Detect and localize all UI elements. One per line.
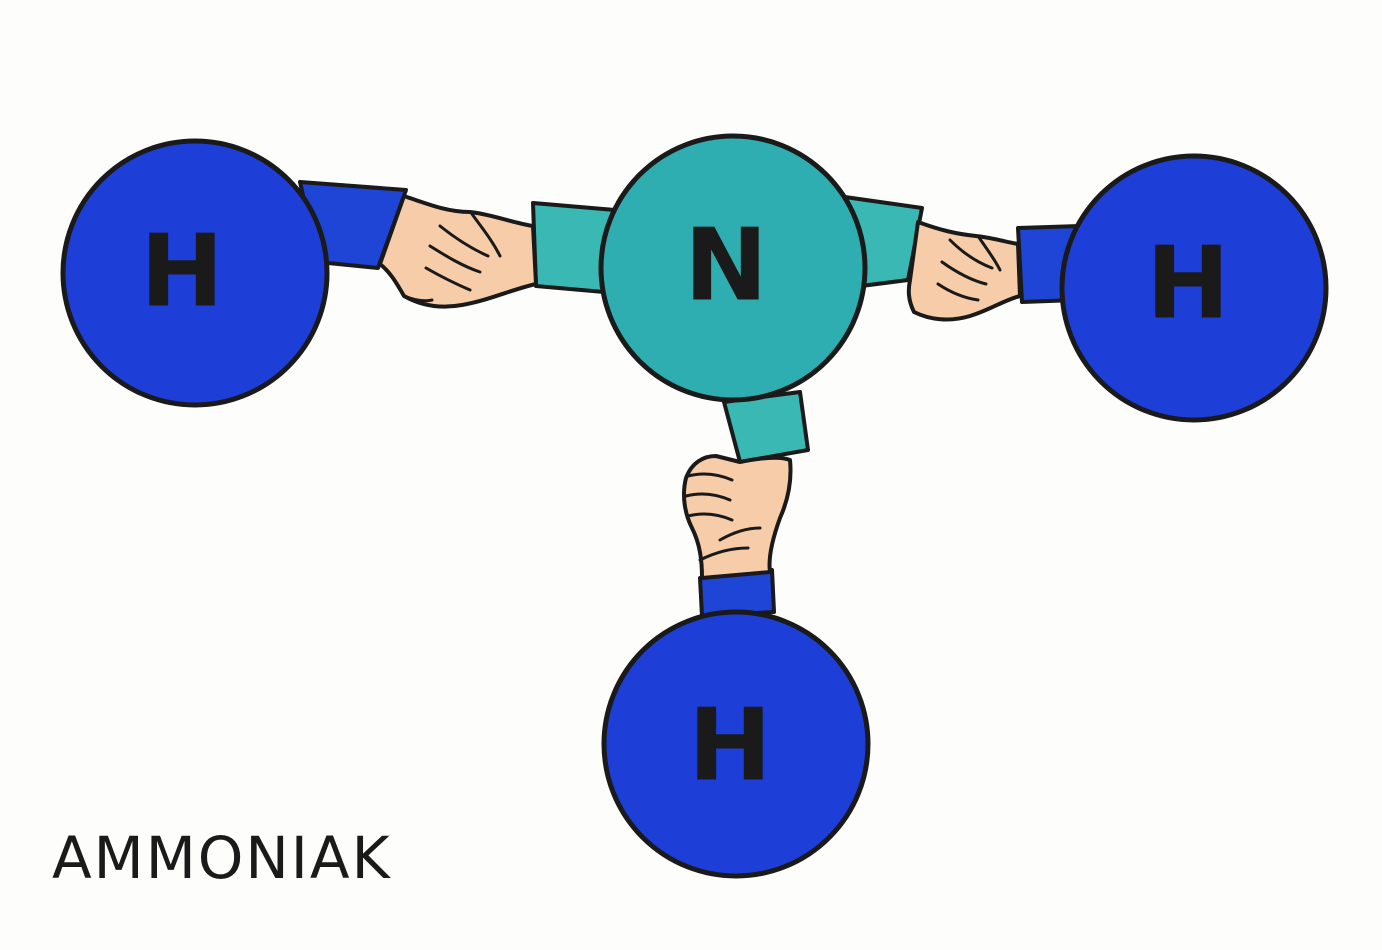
atom-h-left-symbol: H [140, 212, 224, 329]
atom-h-bottom: H [601, 609, 871, 879]
handshake-right [906, 220, 1022, 322]
atom-h-right-symbol: H [1146, 224, 1230, 341]
atom-h-right-circle [1059, 153, 1329, 423]
bond-left [298, 180, 617, 309]
atom-h-left-circle [60, 138, 330, 408]
atom-n-center-circle [598, 133, 868, 403]
atom-n-center-symbol: N [684, 206, 768, 323]
atom-h-left: H [60, 138, 330, 408]
fingers-left [402, 212, 502, 303]
fingers-bottom [684, 472, 762, 562]
atom-h-right: H [1059, 153, 1329, 423]
atom-h-bottom-symbol: H [688, 686, 772, 803]
bond-bottom [682, 390, 810, 618]
atom-h-bottom-circle [601, 609, 871, 879]
handshake-left [378, 194, 538, 309]
handshake-bottom [682, 454, 793, 580]
molecule-title: AMMONIAK [52, 824, 392, 892]
bond-right [828, 194, 1082, 322]
atom-n-center: N [598, 133, 868, 403]
sleeve-n-bottom [722, 390, 810, 464]
fingers-right [936, 234, 1002, 302]
